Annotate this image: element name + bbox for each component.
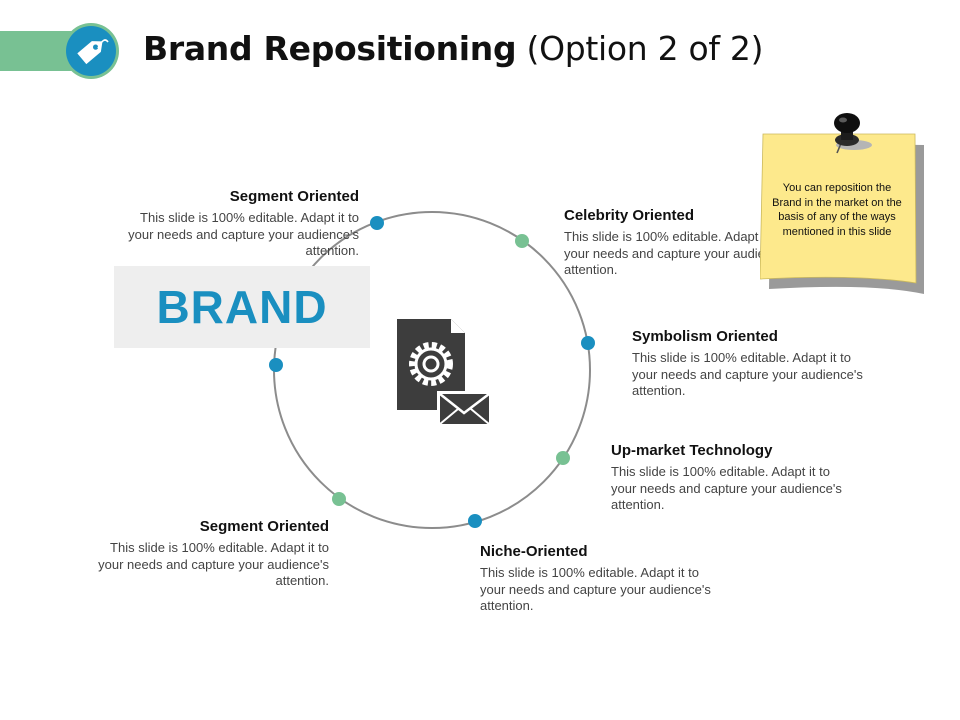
item-body: This slide is 100% editable. Adapt it to…	[98, 540, 329, 588]
sticky-note-text: You can reposition the Brand in the mark…	[772, 182, 902, 238]
node-dot-segment-bottom	[332, 492, 346, 506]
item-niche-oriented: Niche-Oriented This slide is 100% editab…	[480, 543, 712, 615]
item-body: This slide is 100% editable. Adapt it to…	[564, 229, 795, 277]
item-heading: Celebrity Oriented	[564, 207, 695, 224]
item-body: This slide is 100% editable. Adapt it to…	[480, 565, 711, 613]
node-dot-celebrity	[515, 234, 529, 248]
sticky-note-paper	[760, 133, 924, 294]
brand-word: BRAND	[156, 281, 328, 333]
item-symbolism-oriented: Symbolism Oriented This slide is 100% ed…	[632, 328, 864, 400]
node-dot-symbolism	[581, 336, 595, 350]
price-tag-icon	[63, 23, 119, 79]
page-title: Brand Repositioning (Option 2 of 2)	[143, 26, 763, 72]
item-body: This slide is 100% editable. Adapt it to…	[632, 350, 863, 398]
item-upmarket-technology: Up-market Technology This slide is 100% …	[611, 442, 843, 514]
item-heading: Up-market Technology	[611, 442, 773, 459]
item-heading: Niche-Oriented	[480, 543, 588, 560]
node-dot-upmarket	[556, 451, 570, 465]
item-body: This slide is 100% editable. Adapt it to…	[611, 464, 842, 512]
brand-panel: BRAND	[114, 266, 370, 348]
node-dot-niche	[468, 514, 482, 528]
node-dot-segment-top	[370, 216, 384, 230]
title-option: (Option 2 of 2)	[516, 29, 764, 68]
item-segment-oriented-bottom: Segment Oriented This slide is 100% edit…	[97, 518, 329, 590]
item-heading: Segment Oriented	[229, 188, 359, 205]
settings-document-mail-icon	[397, 319, 492, 427]
sticky-note: You can reposition the Brand in the mark…	[760, 113, 924, 294]
item-body: This slide is 100% editable. Adapt it to…	[128, 210, 359, 258]
item-heading: Segment Oriented	[199, 518, 329, 535]
node-dot-left	[269, 358, 283, 372]
push-pin-icon	[834, 113, 872, 154]
item-celebrity-oriented: Celebrity Oriented This slide is 100% ed…	[564, 207, 796, 279]
title-main: Brand Repositioning	[143, 29, 517, 68]
item-heading: Symbolism Oriented	[632, 328, 778, 345]
item-segment-oriented-top: Segment Oriented This slide is 100% edit…	[127, 188, 359, 260]
